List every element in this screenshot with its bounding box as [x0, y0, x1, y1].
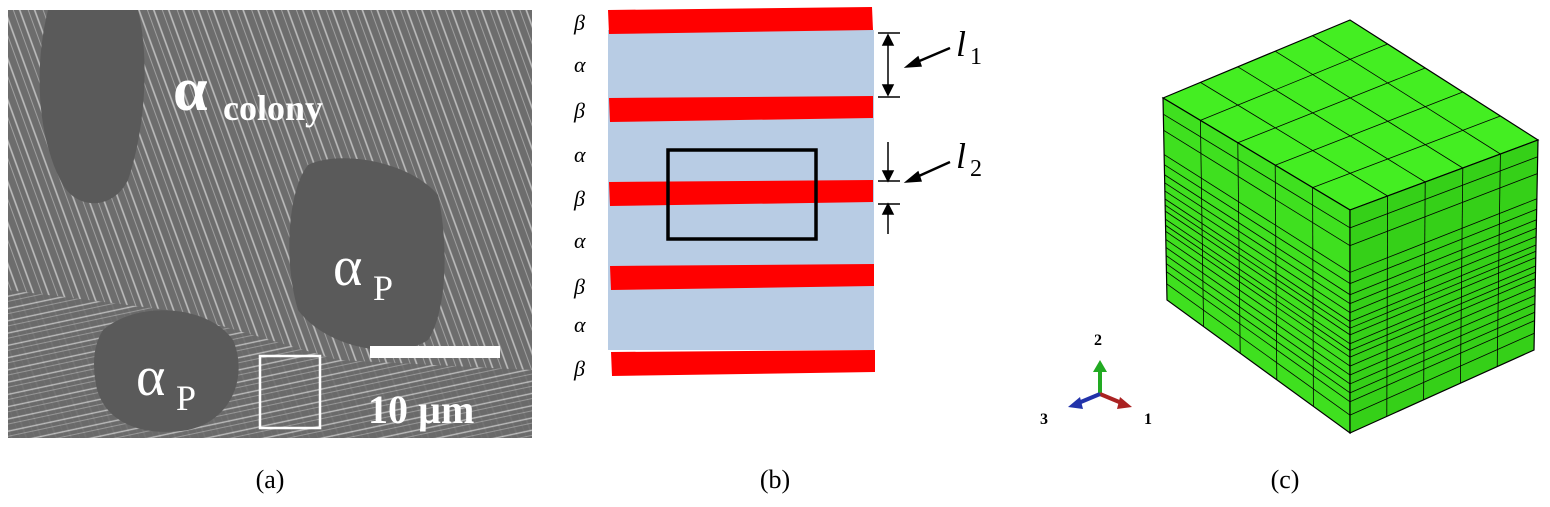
primary-alpha-label-1: α: [333, 236, 362, 298]
layer-label: α: [574, 52, 586, 77]
axis-2-label: 2: [1094, 332, 1102, 349]
axis-1-label: 1: [1144, 411, 1152, 428]
mesh-lines: [1163, 35, 1538, 417]
axis-triad: [1068, 360, 1132, 409]
beta-layer-5: [611, 350, 875, 376]
micrograph-panel: α colony α P α P 10 µm: [8, 10, 532, 438]
primary-alpha-label-2: α: [136, 346, 165, 408]
layer-label: α: [574, 312, 586, 337]
fe-mesh-panel: 2 1 3: [1020, 0, 1550, 440]
colony-label: α: [173, 56, 208, 124]
beta-layer-1: [608, 7, 873, 34]
l2-dimension: [878, 142, 951, 234]
caption-a: (a): [255, 465, 285, 494]
primary-alpha-label-1-subscript: P: [373, 268, 393, 308]
selection-box: [258, 354, 322, 430]
l1-label: l: [956, 24, 966, 64]
layer-label: β: [573, 356, 585, 381]
layer-label: α: [574, 142, 586, 167]
l2-label: l: [956, 136, 966, 176]
layer-label: β: [573, 98, 585, 123]
beta-layer-2: [609, 96, 873, 122]
layer-label: α: [574, 228, 586, 253]
lamellar-schematic-panel: β α β α β α β α β l 1: [560, 0, 1020, 400]
layer-label: β: [573, 10, 585, 35]
layer-label: β: [573, 186, 585, 211]
l1-dimension: [878, 32, 951, 98]
colony-label-subscript: colony: [223, 88, 323, 128]
layer-label: β: [573, 274, 585, 299]
l1-label-subscript: 1: [970, 44, 982, 70]
fe-mesh: 2 1 3: [1040, 19, 1540, 435]
axis-3-label: 3: [1040, 411, 1048, 428]
colony-grain: [39, 10, 145, 204]
l2-label-subscript: 2: [970, 156, 982, 182]
cube-right-face: [1349, 139, 1539, 434]
scale-bar: [370, 346, 500, 358]
primary-grain-1: [289, 158, 445, 350]
primary-grain-2: [94, 310, 239, 432]
primary-alpha-label-2-subscript: P: [176, 378, 196, 418]
beta-layer-4: [610, 264, 874, 290]
lamellar-schematic: β α β α β α β α β l 1: [573, 7, 982, 381]
rve-box: [666, 148, 818, 241]
beta-layer-3: [609, 180, 873, 206]
micrograph-image: α colony α P α P 10 µm: [8, 10, 532, 438]
scale-bar-label: 10 µm: [368, 387, 474, 432]
caption-b: (b): [759, 465, 791, 494]
caption-c: (c): [1270, 465, 1300, 494]
